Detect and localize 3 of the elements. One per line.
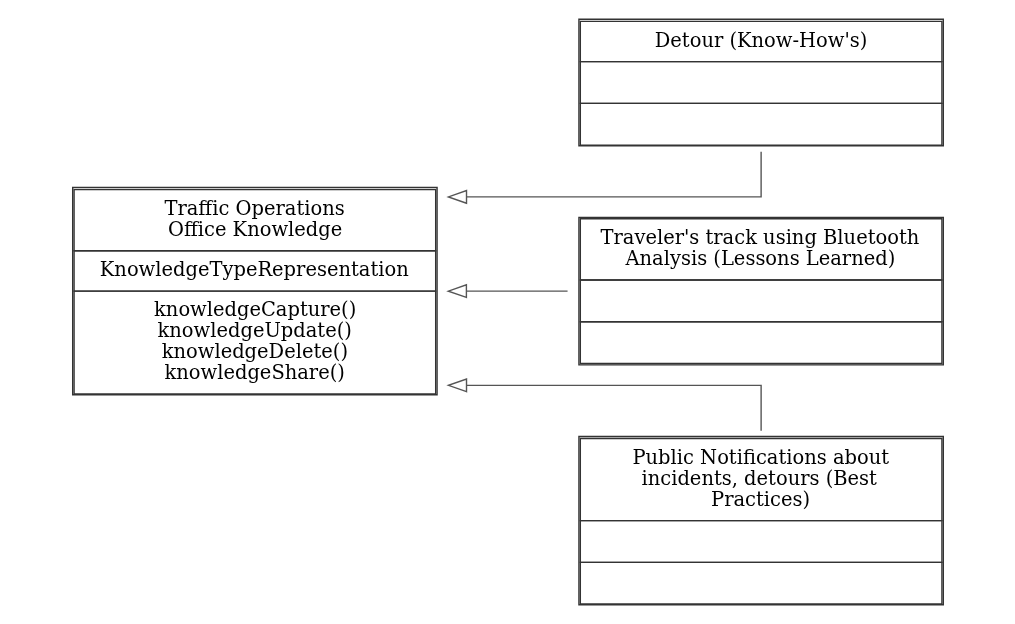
arrow bbox=[445, 378, 762, 432]
arrow bbox=[445, 151, 762, 205]
arrow bbox=[445, 283, 568, 299]
